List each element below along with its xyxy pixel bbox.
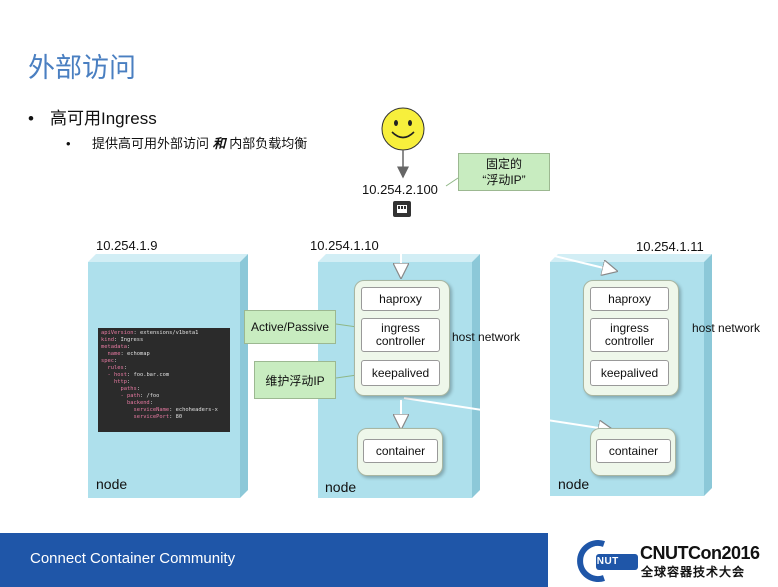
node1-ip: 10.254.1.9: [96, 238, 158, 253]
yaml-key: spec: [101, 358, 114, 364]
yaml-value: : /foo: [139, 393, 160, 399]
host-network-label-node3: host network: [692, 321, 761, 335]
yaml-key: http: [101, 379, 127, 385]
yaml-line: serviceName: echoheaders-x: [101, 407, 227, 414]
node3-ip: 10.254.1.11: [636, 239, 704, 254]
bullet-dot: •: [28, 109, 34, 128]
yaml-value: :: [149, 400, 153, 406]
user-smiley-icon: [381, 107, 425, 151]
yaml-key: apiVersion: [101, 330, 134, 336]
yaml-line: metadata:: [101, 344, 227, 351]
node1-label: node: [96, 476, 128, 492]
callout-pointer: [445, 177, 459, 187]
logo-sub-text: 全球容器技术大会: [641, 565, 746, 579]
yaml-line: apiVersion: extensions/v1beta1: [101, 330, 227, 337]
node3-label: node: [558, 476, 590, 492]
floating-ip-callout: 固定的 “浮动IP”: [458, 153, 550, 191]
ingress-line2: controller: [375, 334, 426, 348]
logo-mark-text: CNUT: [589, 556, 619, 567]
yaml-key: metadata: [101, 344, 127, 350]
page-title: 外部访问: [28, 53, 136, 83]
yaml-key: backend: [101, 400, 150, 406]
yaml-value: : echoheaders-x: [169, 407, 218, 413]
yaml-value: :: [136, 386, 140, 392]
yaml-key: servicePort: [101, 414, 170, 420]
keepalived-box-node2: keepalived: [361, 360, 440, 386]
yaml-line: kind: Ingress: [101, 337, 227, 344]
yaml-value: :: [123, 365, 127, 371]
yaml-line: paths:: [101, 386, 227, 393]
footer-text: Connect Container Community: [30, 550, 236, 567]
bullet-level2-text-c: 内部负载均衡: [225, 136, 308, 151]
ingress-line1: ingress: [610, 321, 649, 335]
bullet-level1-text: 高可用Ingress: [50, 109, 157, 128]
haproxy-box-node3: haproxy: [590, 287, 669, 311]
yaml-line: backend:: [101, 400, 227, 407]
floating-ip-label: 10.254.2.100: [362, 182, 438, 197]
yaml-value: : 80: [169, 414, 183, 420]
yaml-value: : foo.bar.com: [126, 372, 170, 378]
bullet-level2: • 提供高可用外部访问 和 内部负载均衡: [66, 133, 307, 152]
ethernet-port-icon: [393, 201, 411, 217]
bullet-level1: • 高可用Ingress: [28, 104, 157, 129]
yaml-line: servicePort: 80: [101, 414, 227, 421]
ingress-controller-box-node3: ingress controller: [590, 318, 669, 352]
floating-callout-line2: “浮动IP”: [482, 173, 526, 187]
yaml-value: : echomap: [120, 351, 150, 357]
lb-to-container3-arrow: [403, 397, 612, 430]
yaml-line: - path: /foo: [101, 393, 227, 400]
yaml-key: paths: [101, 386, 137, 392]
haproxy-box-node2: haproxy: [361, 287, 440, 311]
logo-main-text: CNUTCon2016: [640, 543, 760, 563]
bullet-dot: •: [66, 136, 71, 151]
yaml-value: : Ingress: [113, 337, 144, 343]
ingress-line2: controller: [604, 334, 655, 348]
bullet-level2-text-a: 提供高可用外部访问: [92, 136, 213, 151]
yaml-key: kind: [101, 337, 114, 343]
floating-callout-line1: 固定的: [485, 157, 522, 171]
node2-ip: 10.254.1.10: [310, 238, 379, 253]
vip-callout: 维护浮动IP: [254, 361, 336, 399]
yaml-line: http:: [101, 379, 227, 386]
keepalived-box-node3: keepalived: [590, 360, 669, 386]
bullet-level2-emphasis: 和: [212, 136, 226, 151]
host-network-label-node2: host network: [452, 330, 521, 344]
vip-to-node3-arrow: [406, 219, 616, 271]
yaml-line: spec:: [101, 358, 227, 365]
yaml-key: - host: [101, 372, 127, 378]
yaml-line: rules:: [101, 365, 227, 372]
container-box-node2: container: [363, 439, 438, 463]
ingress-line1: ingress: [381, 321, 420, 335]
active-passive-callout: Active/Passive: [244, 310, 336, 344]
yaml-key: name: [101, 351, 121, 357]
yaml-line: name: echomap: [101, 351, 227, 358]
cnut-logo-icon: [577, 540, 638, 582]
yaml-key: - path: [101, 393, 140, 399]
yaml-value: : extensions/v1beta1: [133, 330, 199, 336]
ingress-controller-box-node2: ingress controller: [361, 318, 440, 352]
yaml-line: - host: foo.bar.com: [101, 372, 227, 379]
yaml-key: rules: [101, 365, 124, 371]
yaml-value: :: [126, 344, 131, 350]
node2-label: node: [325, 479, 357, 495]
yaml-key: serviceName: [101, 407, 170, 413]
yaml-value: :: [126, 379, 131, 385]
container-box-node3: container: [596, 439, 671, 463]
yaml-value: :: [113, 358, 118, 364]
